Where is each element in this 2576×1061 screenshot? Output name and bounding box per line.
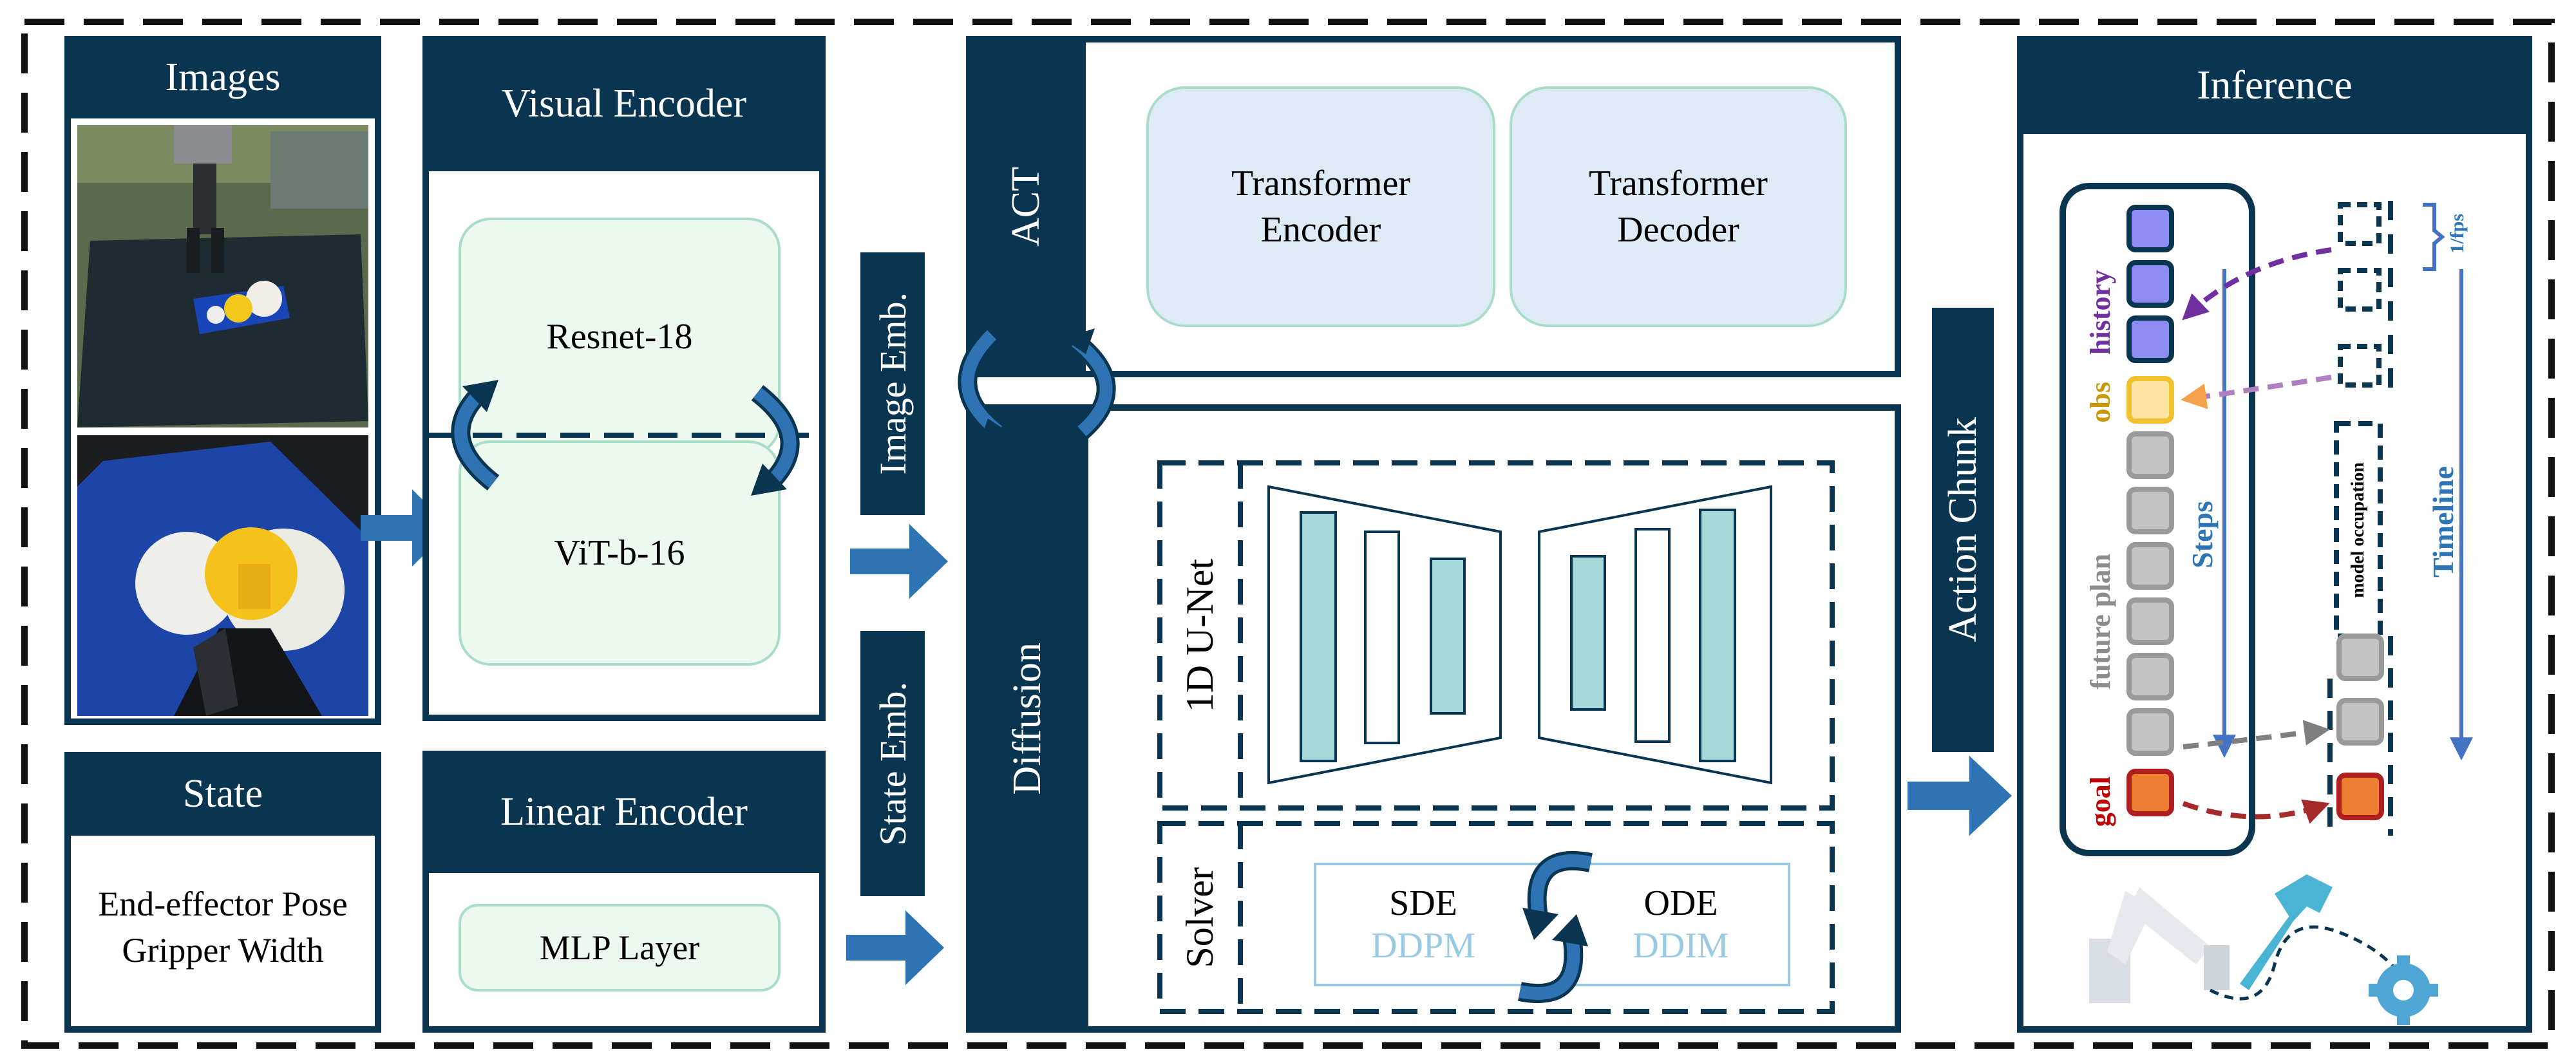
solver-label: Solver [1178, 867, 1221, 968]
timeline-label: Timeline [2426, 465, 2459, 577]
future-plan-label: future plan [2084, 553, 2116, 690]
unet-diagram [1267, 485, 1772, 785]
image-emb-arrow [850, 524, 948, 599]
state-line-2: Gripper Width [122, 931, 324, 970]
ddpm-label: DDPM [1371, 926, 1475, 966]
act-side: ACT [966, 36, 1086, 377]
action-chunk-box: Action Chunk [1932, 308, 1994, 752]
transformer-decoder-line-2: Decoder [1617, 210, 1739, 250]
transformer-encoder-line-2: Encoder [1260, 210, 1381, 250]
hammer-icon [2240, 874, 2333, 990]
act-diffusion-swap-arrows [958, 328, 1116, 444]
steps-label: Steps [2185, 500, 2219, 568]
state-emb-arrow [846, 910, 944, 985]
mlp-layer-box: MLP Layer [459, 904, 781, 991]
state-title: State [64, 752, 381, 836]
transformer-decoder-line-1: Transformer [1589, 164, 1768, 203]
ddim-label: DDIM [1633, 926, 1729, 966]
image-emb-label: Image Emb. [871, 292, 914, 475]
ode-group: ODE DDIM [1591, 882, 1771, 967]
action-chunk-arrow [1908, 756, 2012, 836]
transformer-encoder-box: Transformer Encoder [1146, 86, 1495, 327]
inference-title: Inference [2017, 36, 2532, 134]
resnet-18-box: Resnet-18 [459, 218, 781, 456]
inference-panel [2017, 36, 2532, 1033]
diffusion-label: Diffusion [1005, 642, 1049, 795]
history-label: history [2084, 270, 2116, 355]
gear-closeup-photo [77, 435, 368, 716]
state-emb-box: State Emb. [860, 631, 925, 896]
visual-encoder-title: Visual Encoder [422, 36, 826, 171]
solver-dashed-box [1157, 821, 1835, 1014]
action-chunk-label: Action Chunk [1940, 417, 1985, 643]
transformer-encoder-line-1: Transformer [1231, 164, 1410, 203]
state-description: End-effector Pose Gripper Width [71, 881, 375, 973]
image-emb-box: Image Emb. [860, 252, 925, 515]
solver-swap-arrows [1518, 850, 1593, 1004]
unet-dashed-box [1157, 460, 1835, 811]
obs-label-cell: obs [2078, 373, 2123, 431]
encoder-swap-arrows [429, 380, 819, 496]
mlp-layer-label: MLP Layer [539, 928, 700, 967]
state-line-1: End-effector Pose [98, 885, 348, 923]
resnet-18-label: Resnet-18 [546, 317, 693, 357]
fps-label: 1/fps [2447, 214, 2468, 254]
diffusion-side: Diffusion [966, 404, 1088, 1033]
model-occupation-label-cell: model occupation [2340, 429, 2376, 631]
plan-sequence-frame [2060, 183, 2255, 856]
act-label: ACT [1003, 167, 1048, 247]
obs-label: obs [2084, 382, 2116, 423]
unet-label-cell: 1D U-Net [1159, 464, 1240, 807]
inference-diagram [2089, 201, 2473, 1025]
goal-label: goal [2084, 776, 2116, 827]
ode-label: ODE [1643, 883, 1718, 923]
sde-group: SDE DDPM [1333, 882, 1513, 967]
sde-label: SDE [1389, 883, 1457, 923]
steps-label-cell: Steps [2181, 489, 2223, 579]
timeline-label-cell: Timeline [2423, 451, 2463, 592]
solver-label-cell: Solver [1159, 824, 1240, 1011]
transformer-decoder-box: Transformer Decoder [1510, 86, 1847, 327]
robot-arm-icon [2089, 887, 2230, 1003]
vit-b-16-box: ViT-b-16 [459, 440, 781, 666]
gear-icon [2369, 955, 2438, 1025]
vit-b-16-label: ViT-b-16 [554, 533, 685, 573]
history-label-cell: history [2078, 270, 2123, 355]
fps-label-cell: 1/fps [2445, 205, 2470, 263]
robot-gripper-photo [77, 125, 368, 427]
linear-encoder-title: Linear Encoder [422, 751, 826, 873]
model-occupation-label: model occupation [2348, 462, 2368, 598]
state-emb-label: State Emb. [871, 681, 914, 846]
goal-label-cell: goal [2078, 766, 2123, 837]
future-plan-label-cell: future plan [2078, 547, 2123, 695]
images-title: Images [64, 36, 381, 118]
unet-label: 1D U-Net [1178, 558, 1221, 713]
